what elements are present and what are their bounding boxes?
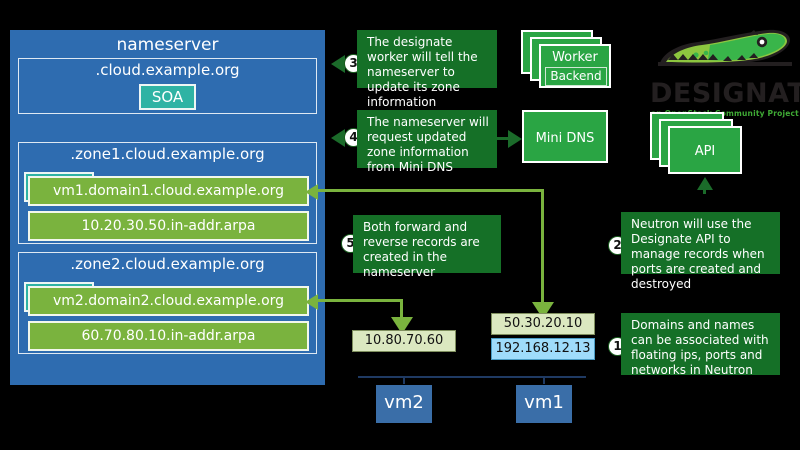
vm1-box: vm1: [516, 385, 572, 423]
nameserver-title: nameserver: [116, 35, 219, 55]
logo-tagline: an OpenStack Community Project: [651, 109, 799, 118]
connector-vm1-vertical: [541, 189, 544, 305]
zone2-label: .zone2.cloud.example.org: [70, 255, 265, 273]
callout-3-text: The designate worker will tell the names…: [357, 30, 497, 109]
connector-callout4-minidns: [497, 137, 511, 140]
arrow-vm2-to-ip: [391, 317, 413, 334]
arrow-callout3-to-nameserver: [331, 55, 345, 73]
network-tap-vm1: [543, 376, 545, 384]
arrow-vm2-record-tail: [305, 294, 318, 310]
ip-chip-vm1-fixed: 192.168.12.13: [491, 338, 595, 360]
arrow-neutron-to-api: [697, 177, 713, 190]
crocodile-mascot-icon: [658, 29, 792, 66]
worker-label: Worker: [552, 50, 598, 65]
mini-dns-box: Mini DNS: [522, 110, 608, 163]
arrow-vm1-record-tail: [305, 184, 318, 200]
ip-chip-vm2-floating: 10.80.70.60: [352, 330, 456, 352]
network-bus-line: [358, 376, 586, 378]
api-box: API: [668, 126, 742, 174]
connector-api-stem: [703, 188, 706, 194]
zone1-record-reverse: 10.20.30.50.in-addr.arpa: [28, 211, 309, 241]
arrow-callout4-to-nameserver: [331, 129, 345, 147]
arrow-callout4-to-minidns: [508, 130, 522, 148]
designate-logo: DESIGNATE an OpenStack Community Project: [650, 22, 800, 118]
logo-wordmark: DESIGNATE: [650, 78, 800, 109]
zone2-record-forward: vm2.domain2.cloud.example.org: [28, 286, 309, 316]
zone-root-label: .cloud.example.org: [95, 61, 240, 79]
ip-chip-vm1-floating: 50.30.20.10: [491, 313, 595, 335]
zone2-record-reverse: 60.70.80.10.in-addr.arpa: [28, 321, 309, 351]
zone1-record-forward: vm1.domain1.cloud.example.org: [28, 176, 309, 206]
soa-record: SOA: [139, 84, 196, 110]
callout-1-text: Domains and names can be associated with…: [621, 313, 780, 377]
zone1-label: .zone1.cloud.example.org: [70, 145, 265, 163]
callout-5-text: Both forward and reverse records are cre…: [353, 215, 501, 279]
connector-vm1-horizontal: [317, 189, 544, 192]
callout-4-text: The nameserver will request updated zone…: [357, 110, 497, 174]
connector-vm2-horizontal: [317, 299, 403, 302]
network-tap-vm2: [403, 376, 405, 384]
vm2-box: vm2: [376, 385, 432, 423]
callout-2-text: Neutron will use the Designate API to ma…: [621, 212, 780, 291]
backend-box: Backend: [545, 67, 607, 86]
worker-box: Worker Backend: [539, 44, 611, 88]
connector-vm2-vertical: [400, 299, 403, 320]
